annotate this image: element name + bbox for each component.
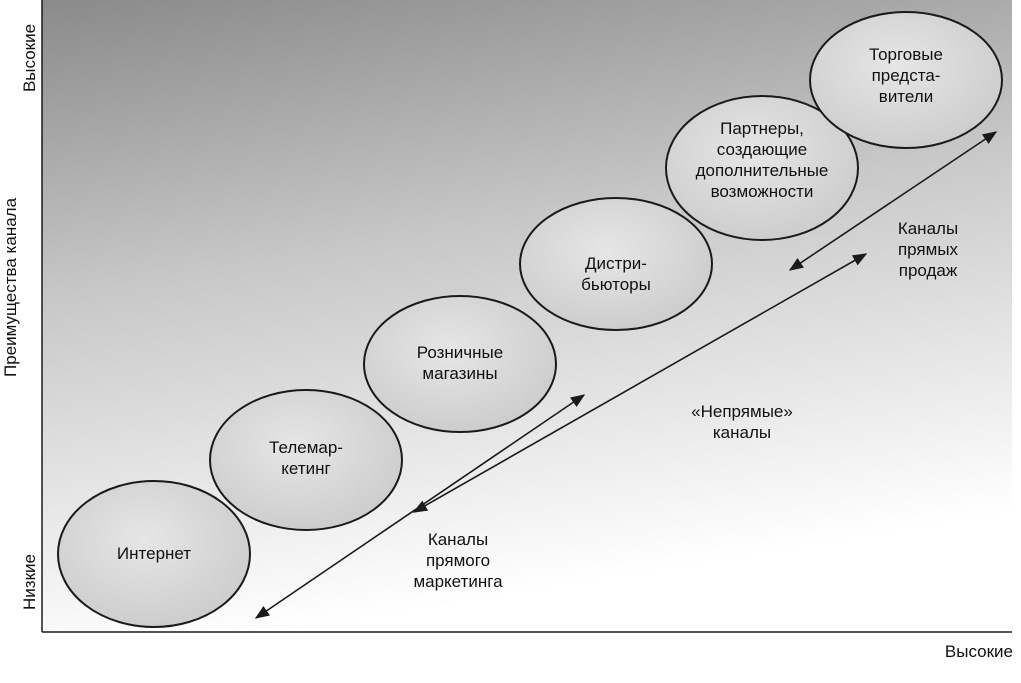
y-axis-top-label: Высокие: [20, 23, 39, 93]
y-axis-title: Преимущества канала: [1, 197, 20, 377]
node-label-sales-reps: Торговые предста- вители: [869, 45, 943, 106]
arrow-direct-sales: [788, 131, 998, 271]
node-label-partners: Партнеры, создающие дополнительные возмо…: [695, 119, 829, 201]
node-label-internet: Интернет: [116, 544, 192, 563]
range-label-direct-sales: Каналы прямых продаж: [897, 219, 959, 280]
range-label-direct-marketing: Каналы прямого маркетинга: [413, 530, 503, 591]
node-internet: [57, 480, 251, 628]
y-axis-bottom-label: Низкие: [20, 554, 39, 610]
x-axis-right-label: Высокие: [944, 642, 1013, 661]
range-label-indirect: «Непрямые» каналы: [691, 402, 793, 442]
node-label-telemarketing: Телемар- кетинг: [269, 438, 343, 478]
arrow-indirect: [412, 253, 868, 513]
node-label-retail: Розничные магазины: [416, 343, 504, 383]
node-label-distributors: Дистри- бьюторы: [581, 254, 651, 294]
